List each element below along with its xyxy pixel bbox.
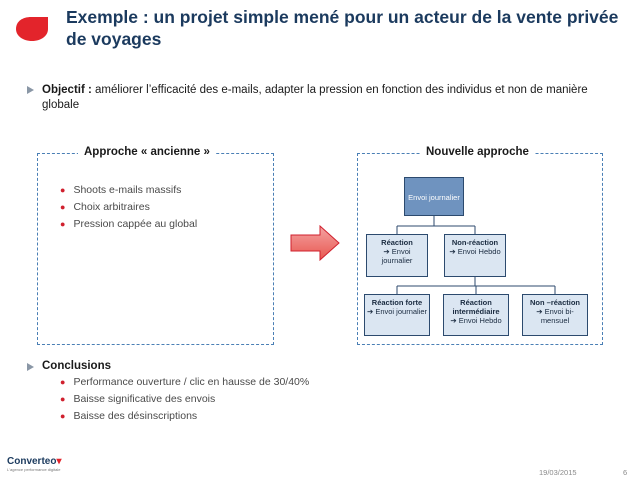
old-approach-title: Approche « ancienne » — [78, 146, 216, 158]
list-item: ●Performance ouverture / clic en hausse … — [60, 376, 310, 388]
list-item: ●Baisse des désinscriptions — [60, 410, 198, 422]
objective-body: améliorer l’efficacité des e-mails, adap… — [42, 84, 588, 111]
list-item: ●Baisse significative des envois — [60, 393, 216, 405]
tree-node-non-reaction: Non-réaction ➔ Envoi Hebdo — [444, 234, 506, 277]
tree-node-reaction: Réaction ➔ Envoi journalier — [366, 234, 428, 277]
bullet-dot-icon: ● — [60, 185, 66, 195]
tree-node-strong-reaction: Réaction forte ➔ Envoi journalier — [364, 294, 430, 336]
conclusions-title: Conclusions — [42, 360, 112, 372]
bullet-arrow-icon — [27, 363, 34, 371]
brand-logo: Converteo▾ L'agence performance digitale — [7, 456, 62, 472]
list-item: ●Pression cappée au global — [60, 218, 198, 230]
tree-node-no-reaction: Non –réaction ➔ Envoi bi-mensuel — [522, 294, 588, 336]
objective-text: Objectif : améliorer l’efficacité des e-… — [42, 83, 617, 113]
bullet-dot-icon: ● — [60, 411, 66, 421]
list-item: ●Choix arbitraires — [60, 201, 150, 213]
page-number: 6 — [623, 468, 628, 477]
page-title: Exemple : un projet simple mené pour un … — [66, 7, 619, 49]
conclusions-list: ●Performance ouverture / clic en hausse … — [60, 374, 309, 425]
bullet-dot-icon: ● — [60, 219, 66, 229]
old-approach-list: ●Shoots e-mails massifs ●Choix arbitrair… — [60, 182, 197, 233]
list-item: ●Shoots e-mails massifs — [60, 184, 182, 196]
logo-mark-icon: ▾ — [56, 456, 62, 467]
brand-tagline: L'agence performance digitale — [7, 467, 61, 472]
transition-arrow-icon — [290, 225, 340, 261]
objective-label: Objectif : — [42, 84, 92, 96]
bullet-dot-icon: ● — [60, 202, 66, 212]
tree-node-root: Envoi journalier — [404, 177, 464, 216]
tree-node-intermediate-reaction: Réaction intermédiaire ➔ Envoi Hebdo — [443, 294, 509, 336]
bullet-dot-icon: ● — [60, 377, 66, 387]
bullet-dot-icon: ● — [60, 394, 66, 404]
bullet-arrow-icon — [27, 86, 34, 94]
slide-date: 19/03/2015 — [539, 468, 577, 477]
new-approach-title: Nouvelle approche — [420, 146, 535, 158]
brand-drop-icon — [16, 17, 48, 41]
